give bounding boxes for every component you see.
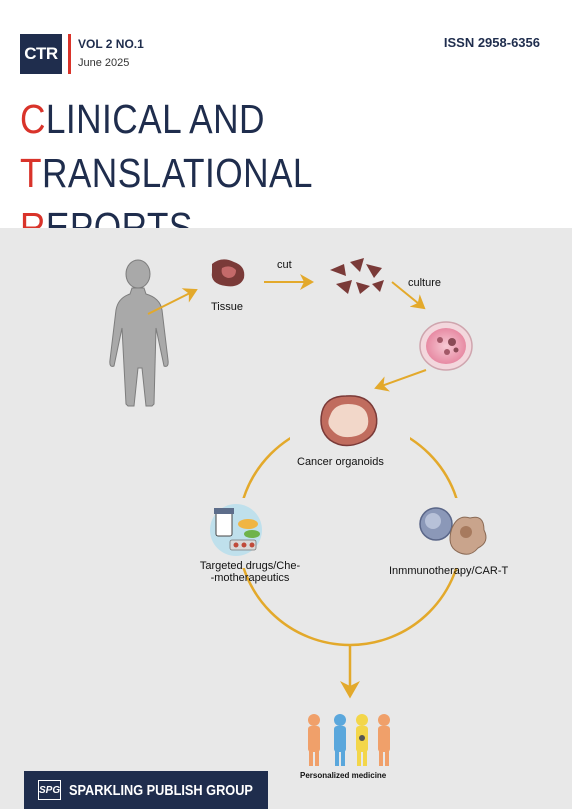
- label-culture: culture: [408, 277, 442, 289]
- cover-illustration: Tissue cut culture Cancer organoids Targ…: [0, 228, 572, 809]
- title-text-1: LINICAL AND: [45, 96, 265, 142]
- human-silhouette-icon: [109, 259, 169, 407]
- label-personalized-medicine: Personalized medicine: [300, 771, 387, 780]
- petri-dish-icon: [419, 321, 473, 371]
- title-text-2: RANSLATIONAL: [41, 150, 313, 196]
- title-initial-t: T: [20, 150, 42, 196]
- label-tissue: Tissue: [211, 301, 243, 313]
- organoid-workflow-diagram: [109, 258, 487, 766]
- issn: ISSN 2958-6356: [443, 35, 540, 50]
- immune-cell-icon: [419, 507, 487, 555]
- logo-divider: [68, 34, 71, 74]
- label-targeted-drugs: Targeted drugs/Che- -motherapeutics: [190, 560, 310, 584]
- label-cut: cut: [277, 259, 292, 271]
- title-line-1: CLINICAL AND TRANSLATIONAL: [20, 92, 562, 200]
- volume-issue: VOL 2 NO.1: [78, 37, 144, 51]
- arrow-body-to-tissue: [147, 288, 198, 315]
- arrow-pieces-to-dish: [391, 281, 426, 310]
- publisher-name: SPARKLING PUBLISH GROUP: [69, 781, 254, 799]
- tissue-pieces-icon: [330, 258, 384, 294]
- title-initial-c: C: [20, 96, 46, 142]
- personalized-medicine-icon: [308, 714, 390, 766]
- tissue-icon: [211, 259, 245, 287]
- cancer-organoid-icon: [320, 395, 378, 447]
- label-immunotherapy: Inmmunotherapy/CAR-T: [389, 565, 509, 577]
- label-cancer-organoids: Cancer organoids: [297, 456, 384, 468]
- label-drugs-line-2: -motherapeutics: [210, 572, 290, 584]
- cover-header: CTR VOL 2 NO.1 June 2025 ISSN 2958-6356 …: [0, 0, 572, 250]
- drugs-icon: [210, 504, 262, 556]
- journal-logo: CTR: [20, 34, 62, 74]
- label-drugs-line-1: Targeted drugs/Che-: [199, 560, 301, 572]
- arrow-dish-to-organoid: [374, 369, 427, 392]
- publisher-logo: SPG: [38, 780, 62, 800]
- issue-date: June 2025: [78, 57, 130, 69]
- publisher-banner: SPG SPARKLING PUBLISH GROUP: [24, 771, 268, 809]
